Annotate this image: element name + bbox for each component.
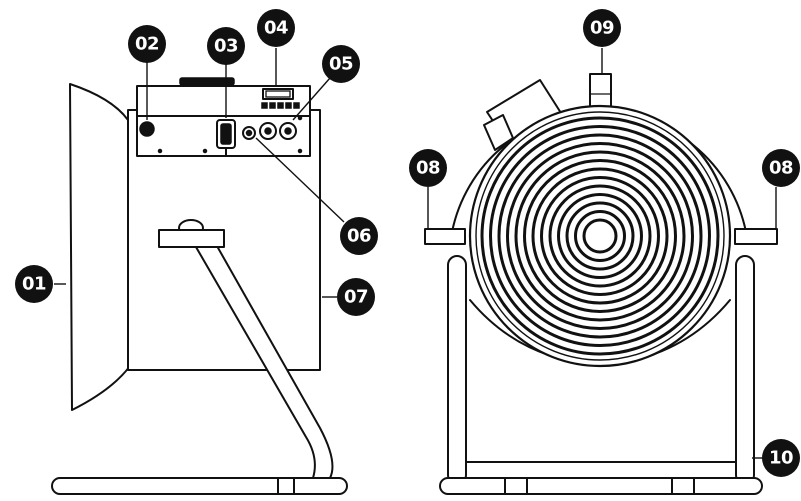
callout-08-left-label: 08 <box>416 158 440 179</box>
callout-05: 05 <box>322 45 360 83</box>
callout-02-label: 02 <box>135 34 159 55</box>
fresnel-lens <box>468 104 732 368</box>
callout-07-label: 07 <box>344 287 368 308</box>
leader-lines <box>54 48 777 459</box>
lens-ring <box>531 167 669 305</box>
callout-10: 10 <box>762 439 800 477</box>
callout-04: 04 <box>257 9 295 47</box>
top-handle-bar <box>179 77 235 86</box>
yoke-leg-left <box>447 255 467 485</box>
base-foot <box>51 477 348 495</box>
control-buttons <box>261 102 300 109</box>
front-view <box>424 73 778 495</box>
lens-ring <box>480 116 720 356</box>
callout-05-label: 05 <box>329 54 353 75</box>
fuse-holder <box>139 121 155 137</box>
callout-08-left: 08 <box>409 149 447 187</box>
lens-ring <box>548 184 652 288</box>
callout-04-label: 04 <box>264 18 288 39</box>
callout-07: 07 <box>337 278 375 316</box>
lens-ring <box>557 193 643 279</box>
yoke-leg-right <box>735 255 755 485</box>
yoke-pivot-clamp <box>158 229 225 248</box>
base-foot-pad <box>277 477 295 495</box>
lens-ring <box>506 142 694 330</box>
callout-08-right-label: 08 <box>769 158 793 179</box>
side-view <box>51 77 348 495</box>
callout-09: 09 <box>583 9 621 47</box>
callout-03: 03 <box>207 27 245 65</box>
callout-09-label: 09 <box>590 18 614 39</box>
power-connector <box>216 119 236 157</box>
callout-06-label: 06 <box>347 226 371 247</box>
display-inner <box>265 90 291 98</box>
tilt-knob-left <box>424 228 466 245</box>
callout-03-label: 03 <box>214 36 238 57</box>
callout-10-label: 10 <box>769 448 793 469</box>
tilt-knob-right <box>734 228 778 245</box>
lens-ring <box>574 210 626 262</box>
lens-ring <box>514 150 686 322</box>
callout-01-label: 01 <box>22 274 46 295</box>
front-base-foot <box>439 477 763 495</box>
callout-06: 06 <box>340 217 378 255</box>
callout-08-right: 08 <box>762 149 800 187</box>
lens-ring <box>582 218 618 254</box>
display-screen <box>262 88 294 100</box>
lens-ring <box>565 201 635 271</box>
callout-01: 01 <box>15 265 53 303</box>
callout-02: 02 <box>128 25 166 63</box>
lens-ring <box>489 125 711 347</box>
lens-ring <box>540 176 660 296</box>
lens-rim <box>475 111 725 361</box>
lens-ring <box>523 159 677 313</box>
lens-ring <box>497 133 703 339</box>
front-lens-horn <box>69 83 131 411</box>
